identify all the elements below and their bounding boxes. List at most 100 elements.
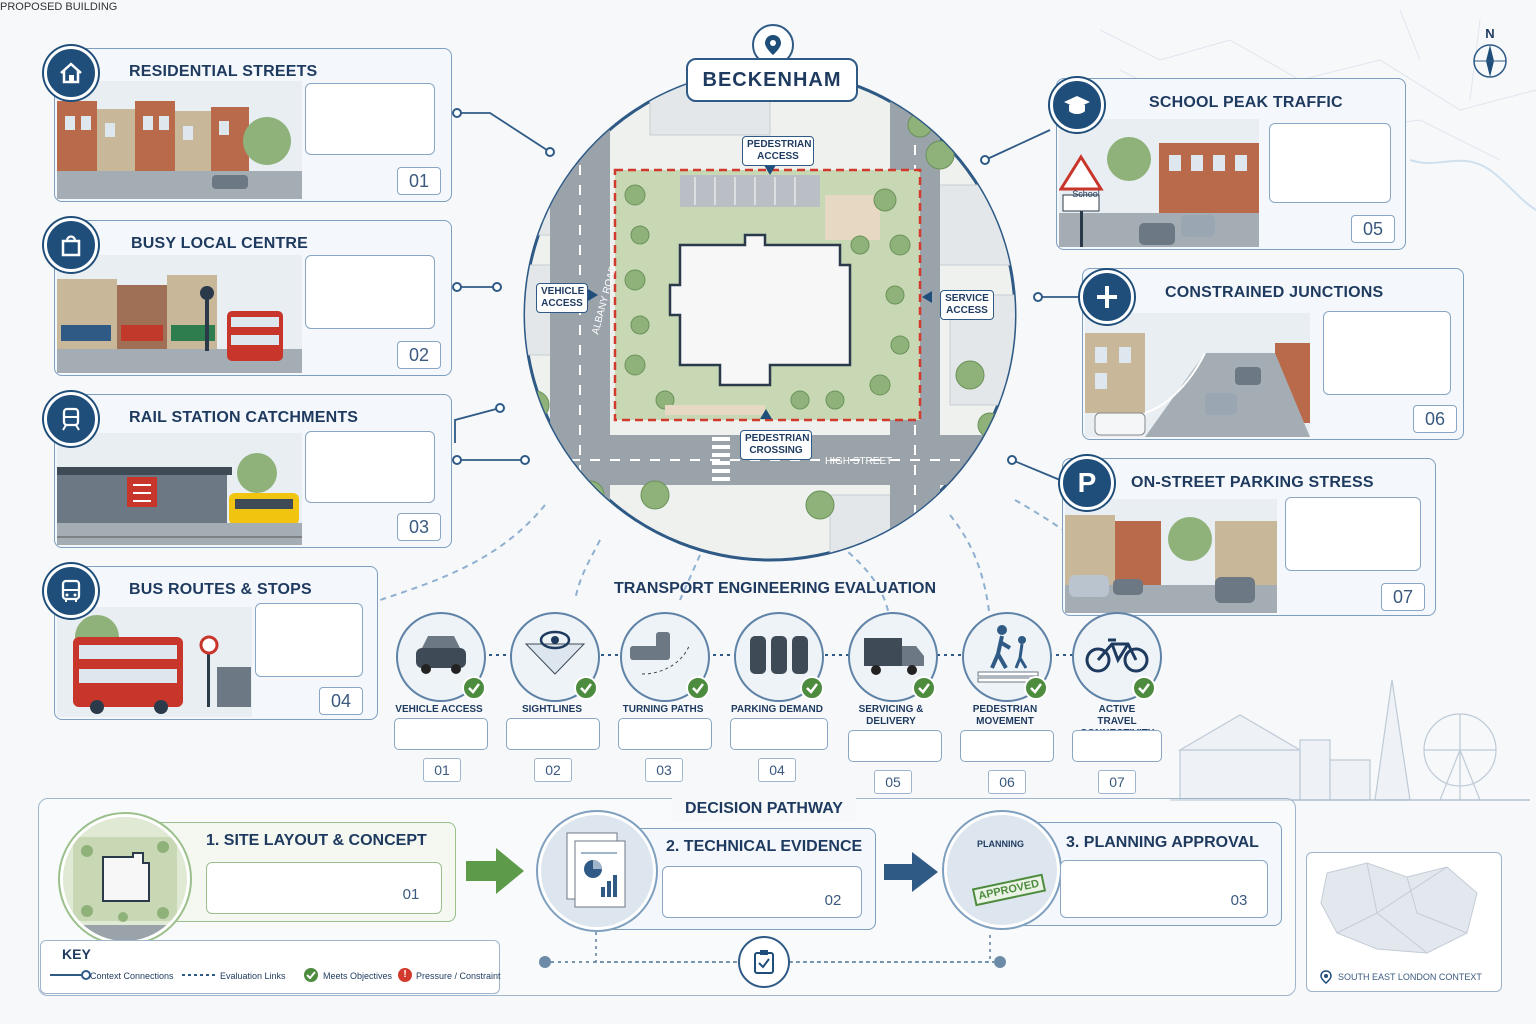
residential-street-illustration bbox=[57, 81, 302, 199]
context-connection-symbol bbox=[50, 970, 91, 980]
context-card-local-centre: BUSY LOCAL CENTRE 02 bbox=[54, 220, 452, 376]
eval-text-box bbox=[506, 718, 600, 750]
eval-number: 02 bbox=[534, 758, 572, 782]
step-title: 2. TECHNICAL EVIDENCE bbox=[666, 838, 863, 855]
proposed-building-label: PROPOSED BUILDING bbox=[0, 1, 118, 13]
card-title: BUSY LOCAL CENTRE bbox=[131, 235, 309, 252]
card-title: RESIDENTIAL STREETS bbox=[129, 63, 318, 80]
card-title: CONSTRAINED JUNCTIONS bbox=[1165, 284, 1384, 301]
check-icon bbox=[462, 676, 486, 700]
parking-icon: P bbox=[1060, 456, 1114, 510]
eval-text-box bbox=[960, 730, 1054, 762]
parking-bays-icon bbox=[750, 636, 808, 674]
school-sign-label: School bbox=[1072, 189, 1100, 199]
context-map-panel bbox=[1306, 852, 1502, 992]
evaluation-title: TRANSPORT ENGINEERING EVALUATION bbox=[613, 580, 937, 597]
technical-evidence-illustration bbox=[538, 812, 656, 930]
context-map-pin-icon bbox=[1320, 970, 1332, 989]
service-access-label: SERVICE ACCESS bbox=[940, 290, 994, 320]
eval-number: 06 bbox=[988, 770, 1026, 794]
eval-active-travel bbox=[1072, 612, 1162, 702]
eval-text-box bbox=[394, 718, 488, 750]
eval-text-box bbox=[618, 718, 712, 750]
check-icon bbox=[686, 676, 710, 700]
context-card-rail-station: RAIL STATION CATCHMENTS 03 bbox=[54, 394, 452, 548]
card-number: 04 bbox=[319, 687, 363, 715]
evaluation-link-symbol bbox=[182, 974, 218, 976]
compass-rose-icon bbox=[1473, 44, 1507, 78]
eval-number: 05 bbox=[874, 770, 912, 794]
home-icon bbox=[44, 46, 98, 100]
card-title: RAIL STATION CATCHMENTS bbox=[129, 409, 359, 426]
junction-icon bbox=[1080, 270, 1134, 324]
planning-document-icon bbox=[970, 832, 1028, 908]
london-map-illustration bbox=[1320, 862, 1478, 954]
step-number: 02 bbox=[824, 892, 842, 909]
site-layout-illustration bbox=[60, 814, 190, 944]
step-number: 01 bbox=[402, 886, 420, 903]
eval-number: 07 bbox=[1098, 770, 1136, 794]
context-card-residential: RESIDENTIAL STREETS 01 bbox=[54, 48, 452, 202]
eval-label: TURNING PATHS bbox=[622, 704, 704, 715]
context-card-bus-routes: BUS ROUTES & STOPS 04 bbox=[54, 566, 378, 720]
eval-number: 03 bbox=[645, 758, 683, 782]
key-item: Meets Objectives bbox=[323, 971, 393, 981]
card-text-box bbox=[305, 255, 435, 329]
step-title: 3. PLANNING APPROVAL bbox=[1066, 834, 1259, 851]
step-number: 03 bbox=[1230, 892, 1248, 909]
bus-icon bbox=[44, 564, 98, 618]
key-panel bbox=[40, 940, 500, 994]
rail-station-illustration bbox=[57, 433, 302, 545]
high-street-label: HIGH STREET bbox=[825, 456, 892, 467]
card-text-box bbox=[255, 603, 363, 677]
key-item: Evaluation Links bbox=[220, 971, 286, 981]
step-title: 1. SITE LAYOUT & CONCEPT bbox=[206, 832, 427, 849]
card-title: SCHOOL PEAK TRAFFIC bbox=[1149, 94, 1343, 111]
pedestrian-access-label: PEDESTRIAN ACCESS bbox=[742, 136, 814, 166]
pressure-warning-icon: ! bbox=[398, 968, 412, 982]
arrow-right-icon bbox=[466, 848, 524, 894]
eye-icon bbox=[524, 630, 586, 675]
step-text-box bbox=[1060, 860, 1268, 918]
decision-title: DECISION PATHWAY bbox=[672, 796, 856, 822]
pedestrian-icon bbox=[977, 625, 1039, 683]
step-text-box bbox=[206, 862, 442, 914]
context-card-school-traffic: SCHOOL PEAK TRAFFIC School 05 bbox=[1056, 78, 1406, 250]
context-card-constrained-junctions: CONSTRAINED JUNCTIONS 06 bbox=[1082, 268, 1464, 440]
card-number: 06 bbox=[1413, 405, 1457, 433]
arrow-right-icon bbox=[884, 852, 938, 892]
pedestrian-crossing-label: PEDESTRIAN CROSSING bbox=[740, 430, 812, 460]
eval-number: 04 bbox=[758, 758, 796, 782]
card-number: 03 bbox=[397, 513, 441, 541]
meets-objectives-check-icon bbox=[304, 968, 318, 982]
card-text-box bbox=[1269, 123, 1391, 203]
card-number: 05 bbox=[1351, 215, 1395, 243]
car-icon bbox=[416, 636, 466, 674]
eval-sightlines bbox=[510, 612, 600, 702]
eval-number: 01 bbox=[423, 758, 461, 782]
eval-label: SIGHTLINES bbox=[521, 704, 582, 715]
eval-text-box bbox=[1072, 730, 1162, 762]
eval-label: PARKING DEMAND bbox=[730, 704, 824, 715]
card-text-box bbox=[305, 83, 435, 155]
graduation-cap-icon bbox=[1050, 78, 1104, 132]
bus-stop-illustration bbox=[57, 607, 252, 717]
step-text-box bbox=[662, 866, 862, 918]
vehicle-access-label: VEHICLE ACCESS bbox=[536, 283, 588, 313]
compass: N bbox=[1472, 26, 1508, 86]
card-text-box bbox=[1323, 311, 1451, 395]
clipboard-check-icon bbox=[738, 936, 790, 988]
card-title: ON-STREET PARKING STRESS bbox=[1131, 474, 1374, 491]
eval-text-box bbox=[848, 730, 942, 762]
key-item: Pressure / Constraint bbox=[416, 971, 501, 981]
school-traffic-illustration bbox=[1059, 119, 1259, 247]
eval-label: SERVICING & DELIVERY bbox=[858, 704, 924, 727]
delivery-truck-icon bbox=[864, 638, 924, 675]
local-centre-illustration bbox=[57, 255, 302, 373]
check-icon bbox=[912, 676, 936, 700]
report-document-icon bbox=[566, 832, 626, 908]
card-number: 01 bbox=[397, 167, 441, 195]
eval-label: PEDESTRIAN MOVEMENT bbox=[972, 704, 1038, 727]
card-text-box bbox=[1285, 497, 1421, 571]
